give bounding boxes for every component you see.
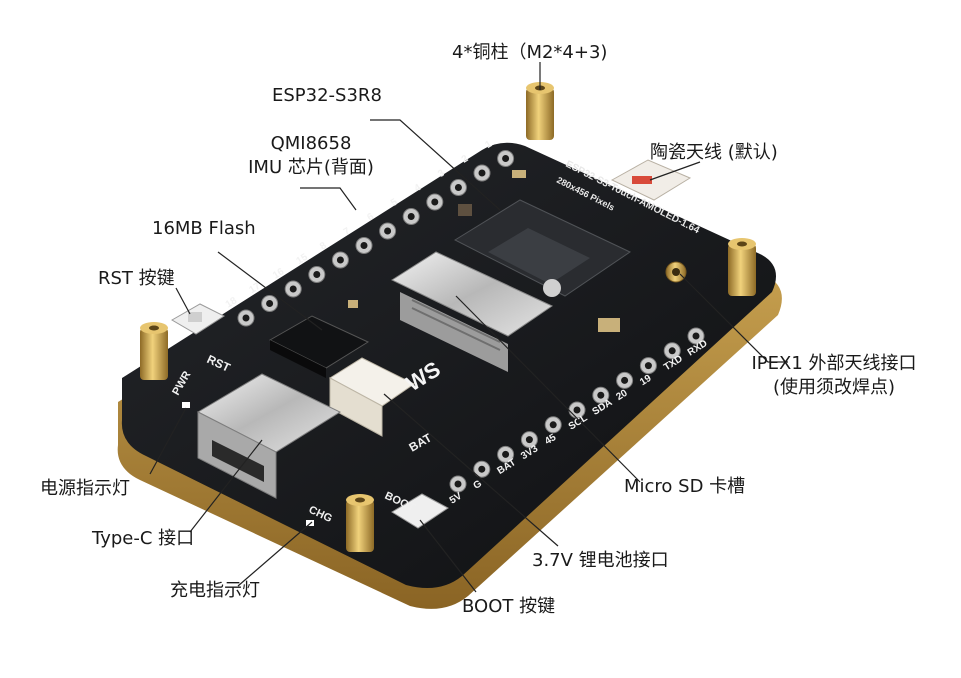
top-pin-hole xyxy=(242,314,250,322)
label-rst-button: RST 按键 xyxy=(98,268,175,289)
bottom-pin-hole xyxy=(454,480,462,488)
bottom-pin-hole xyxy=(621,376,629,384)
label-battery: 3.7V 锂电池接口 xyxy=(532,550,669,571)
top-pin-hole xyxy=(431,198,439,206)
top-pin-label: 8 xyxy=(318,240,329,253)
top-pin-label: 1 xyxy=(483,139,494,152)
top-pin-hole xyxy=(454,184,462,191)
bottom-pin-hole xyxy=(668,347,676,355)
label-ipex-line1: IPEX1 外部天线接口 xyxy=(751,353,917,374)
bottom-pin-hole xyxy=(573,406,581,414)
label-typec: Type-C 接口 xyxy=(92,528,195,549)
boot-button xyxy=(391,493,449,529)
top-pin-label: 4 xyxy=(413,182,424,195)
label-imu-line2: IMU 芯片(背面) xyxy=(248,157,374,178)
top-pin-hole xyxy=(502,155,510,162)
bottom-pin-hole xyxy=(478,465,486,473)
label-ipex: IPEX1 外部天线接口 (使用须改焊点) xyxy=(734,352,934,400)
label-power-led: 电源指示灯 xyxy=(40,478,130,499)
label-flash: 16MB Flash xyxy=(152,218,256,239)
label-esp32: ESP32-S3R8 xyxy=(272,85,382,106)
top-pin-label: 7 xyxy=(342,226,353,239)
micro-sd-slot xyxy=(390,251,554,337)
flash-chip xyxy=(268,315,370,369)
label-imu: QMI8658 IMU 芯片(背面) xyxy=(236,132,386,180)
leader-lines xyxy=(149,62,788,593)
standoff-left xyxy=(140,322,168,380)
standoff-top xyxy=(526,82,554,140)
top-pin-label: 5 xyxy=(389,197,400,210)
label-charge-led: 充电指示灯 xyxy=(170,580,260,601)
label-micro-sd: Micro SD 卡槽 xyxy=(624,476,746,497)
label-standoffs: 4*铜柱（M2*4+3) xyxy=(452,42,608,63)
standoff-right xyxy=(728,238,756,296)
top-pin-hole xyxy=(266,300,274,307)
top-pin-label: 6 xyxy=(365,211,376,224)
top-pin-hole xyxy=(289,285,297,293)
bottom-pin-hole xyxy=(644,362,652,370)
top-pin-label: 2 xyxy=(460,153,471,166)
standoff-bottom xyxy=(346,494,374,552)
label-imu-line1: QMI8658 xyxy=(270,133,352,154)
bottom-pin-hole xyxy=(692,332,700,340)
top-pin-hole xyxy=(407,213,415,220)
bottom-pin-hole xyxy=(525,436,533,444)
top-pin-hole xyxy=(313,271,321,278)
top-pin-hole xyxy=(384,227,392,235)
bottom-pin-hole xyxy=(597,391,605,399)
top-pin-label: 3 xyxy=(436,168,447,181)
label-boot-button: BOOT 按键 xyxy=(462,596,556,617)
top-pin-hole xyxy=(336,256,344,264)
top-pin-hole xyxy=(360,242,368,249)
bottom-pin-hole xyxy=(549,421,557,429)
top-pin-hole xyxy=(478,169,486,177)
label-ceramic-antenna: 陶瓷天线 (默认) xyxy=(650,142,778,163)
label-ipex-line2: (使用须改焊点) xyxy=(772,377,896,398)
bottom-pin-hole xyxy=(502,450,510,458)
espressif-logo xyxy=(543,279,561,297)
